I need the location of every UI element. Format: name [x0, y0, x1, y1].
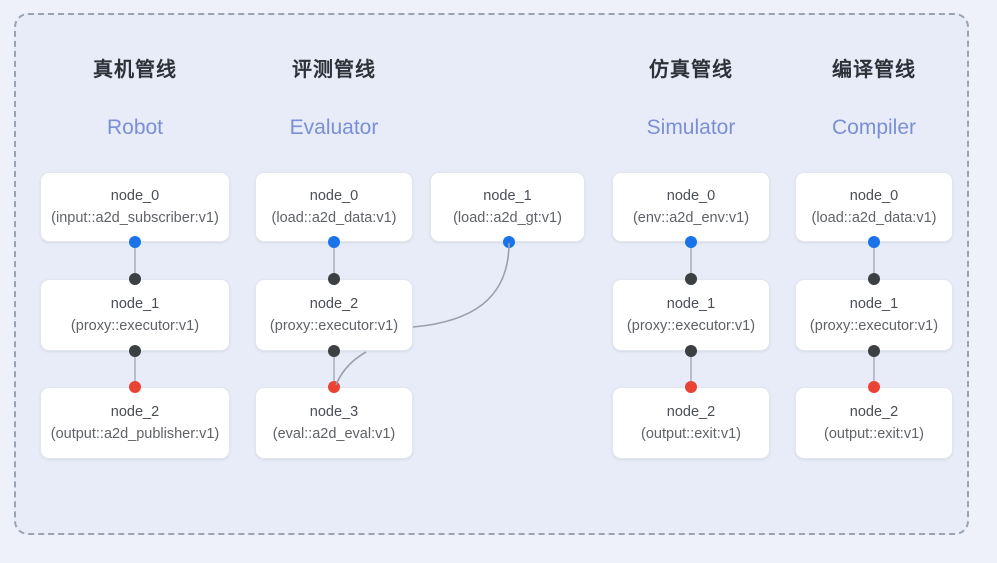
node-id: node_0 [309, 187, 359, 204]
edge-simulator-0-1 [690, 242, 692, 278]
port-terminal-robot-2[interactable] [129, 381, 141, 393]
column-header-robot: 真机管线 Robot [40, 60, 230, 138]
port-in-robot-1[interactable] [129, 273, 141, 285]
node-signature: (proxy::executor:v1) [626, 318, 756, 334]
port-in-evaluator-2[interactable] [328, 273, 340, 285]
node-simulator-1[interactable]: node_1 (proxy::executor:v1) [612, 279, 770, 351]
column-header-evaluator: 评测管线 Evaluator [255, 60, 413, 138]
port-out-evaluator-1[interactable] [503, 236, 515, 248]
node-id: node_1 [666, 295, 716, 312]
column-title-en-compiler: Compiler [831, 116, 917, 139]
node-signature: (output::a2d_publisher:v1) [50, 426, 220, 442]
column-title-cn-robot: 真机管线 [93, 59, 177, 81]
node-evaluator-1[interactable]: node_1 (load::a2d_gt:v1) [430, 172, 585, 242]
node-simulator-0[interactable]: node_0 (env::a2d_env:v1) [612, 172, 770, 242]
column-title-en-robot: Robot [106, 116, 164, 139]
edge-compiler-0-1 [873, 242, 875, 278]
node-id: node_3 [309, 403, 359, 420]
port-in-compiler-1[interactable] [868, 273, 880, 285]
node-signature: (output::exit:v1) [641, 426, 741, 442]
port-terminal-evaluator-3[interactable] [328, 381, 340, 393]
edge-robot-0-1 [134, 242, 136, 278]
node-signature: (input::a2d_subscriber:v1) [51, 210, 219, 226]
node-signature: (proxy::executor:v1) [809, 318, 939, 334]
node-compiler-0[interactable]: node_0 (load::a2d_data:v1) [795, 172, 953, 242]
column-title-cn-compiler: 编译管线 [832, 59, 916, 81]
port-out-simulator-0[interactable] [685, 236, 697, 248]
node-signature: (env::a2d_env:v1) [632, 210, 750, 226]
port-out-compiler-0[interactable] [868, 236, 880, 248]
port-out-evaluator-0[interactable] [328, 236, 340, 248]
port-in-simulator-1[interactable] [685, 273, 697, 285]
node-signature: (eval::a2d_eval:v1) [272, 426, 396, 442]
column-title-cn-evaluator: 评测管线 [292, 59, 376, 81]
node-id: node_2 [309, 295, 359, 312]
node-signature: (load::a2d_data:v1) [811, 210, 937, 226]
column-title-cn-simulator: 仿真管线 [649, 59, 733, 81]
node-simulator-2[interactable]: node_2 (output::exit:v1) [612, 387, 770, 459]
node-signature: (proxy::executor:v1) [70, 318, 200, 334]
node-robot-2[interactable]: node_2 (output::a2d_publisher:v1) [40, 387, 230, 459]
node-id: node_1 [483, 187, 532, 204]
edge-simulator-1-2 [690, 352, 692, 386]
node-id: node_1 [849, 295, 899, 312]
edge-robot-1-2 [134, 352, 136, 386]
node-id: node_0 [849, 187, 899, 204]
node-id: node_0 [666, 187, 716, 204]
node-evaluator-3[interactable]: node_3 (eval::a2d_eval:v1) [255, 387, 413, 459]
port-out-simulator-1[interactable] [685, 345, 697, 357]
port-out-compiler-1[interactable] [868, 345, 880, 357]
column-header-simulator: 仿真管线 Simulator [612, 60, 770, 138]
port-out-evaluator-2[interactable] [328, 345, 340, 357]
column-title-en-evaluator: Evaluator [289, 116, 379, 139]
port-terminal-compiler-2[interactable] [868, 381, 880, 393]
edge-compiler-1-2 [873, 352, 875, 386]
node-signature: (load::a2d_gt:v1) [453, 210, 562, 226]
node-id: node_2 [666, 403, 716, 420]
node-evaluator-2[interactable]: node_2 (proxy::executor:v1) [255, 279, 413, 351]
node-signature: (load::a2d_data:v1) [271, 210, 397, 226]
node-id: node_2 [110, 403, 160, 420]
node-robot-1[interactable]: node_1 (proxy::executor:v1) [40, 279, 230, 351]
node-robot-0[interactable]: node_0 (input::a2d_subscriber:v1) [40, 172, 230, 242]
node-compiler-1[interactable]: node_1 (proxy::executor:v1) [795, 279, 953, 351]
column-header-compiler: 编译管线 Compiler [795, 60, 953, 138]
node-id: node_1 [110, 295, 160, 312]
node-signature: (output::exit:v1) [824, 426, 924, 442]
port-out-robot-1[interactable] [129, 345, 141, 357]
node-compiler-2[interactable]: node_2 (output::exit:v1) [795, 387, 953, 459]
port-terminal-simulator-2[interactable] [685, 381, 697, 393]
edge-evaluator-2-3 [333, 352, 335, 386]
node-id: node_2 [849, 403, 899, 420]
node-signature: (proxy::executor:v1) [269, 318, 399, 334]
column-title-en-simulator: Simulator [646, 116, 736, 139]
node-evaluator-0[interactable]: node_0 (load::a2d_data:v1) [255, 172, 413, 242]
edge-evaluator-0-2 [333, 242, 335, 278]
port-out-robot-0[interactable] [129, 236, 141, 248]
node-id: node_0 [110, 187, 160, 204]
